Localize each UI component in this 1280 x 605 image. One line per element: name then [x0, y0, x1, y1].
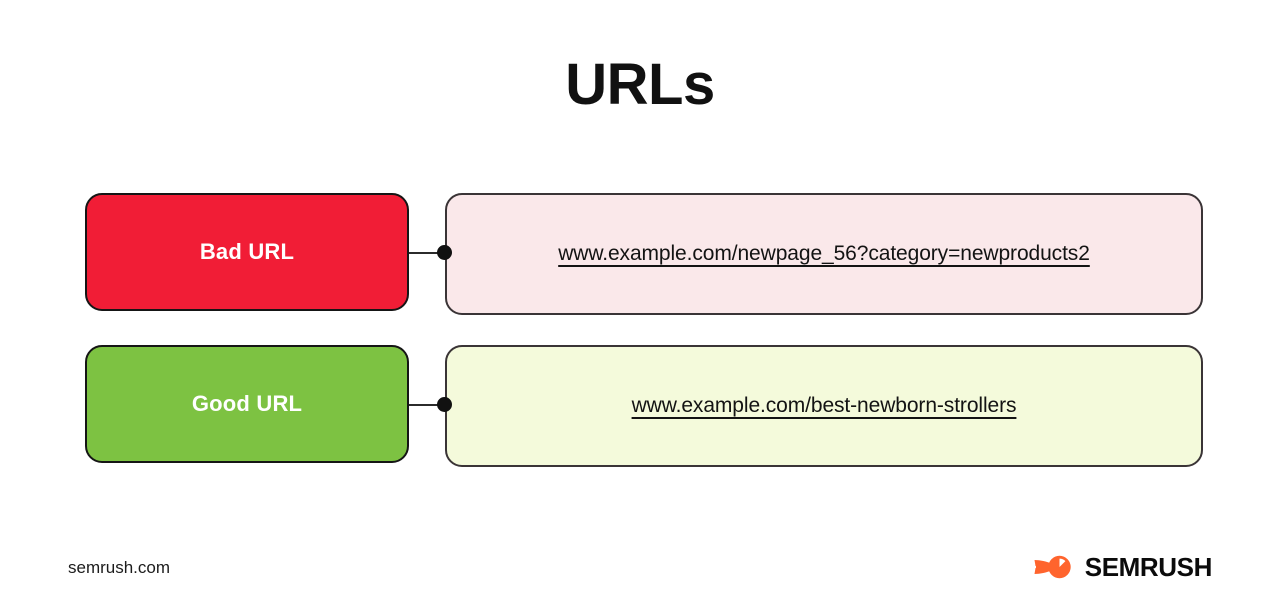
badge-bad-url: Bad URL [85, 193, 409, 311]
connector-line-good [409, 404, 445, 406]
url-row-good: Good URL www.example.com/best-newborn-st… [85, 345, 1203, 467]
url-row-bad: Bad URL www.example.com/newpage_56?categ… [85, 193, 1203, 315]
badge-good-url-label: Good URL [191, 391, 303, 416]
panel-good-url: www.example.com/best-newborn-strollers [445, 345, 1203, 467]
semrush-logo: SEMRUSH [1034, 552, 1212, 582]
connector-dot-bad [437, 245, 452, 260]
badge-good-url: Good URL [85, 345, 409, 463]
footer-site-url: semrush.com [68, 558, 171, 577]
badge-bad-url-label: Bad URL [199, 239, 295, 264]
connector-dot-good [437, 397, 452, 412]
semrush-wordmark: SEMRUSH [1084, 552, 1213, 582]
connector-line-bad [409, 252, 445, 254]
panel-bad-url: www.example.com/newpage_56?category=newp… [445, 193, 1203, 315]
page-title: URLs [565, 52, 715, 117]
url-text-good: www.example.com/best-newborn-strollers [631, 394, 1017, 417]
semrush-comet-icon [1034, 555, 1071, 579]
url-text-bad: www.example.com/newpage_56?category=newp… [558, 242, 1090, 265]
